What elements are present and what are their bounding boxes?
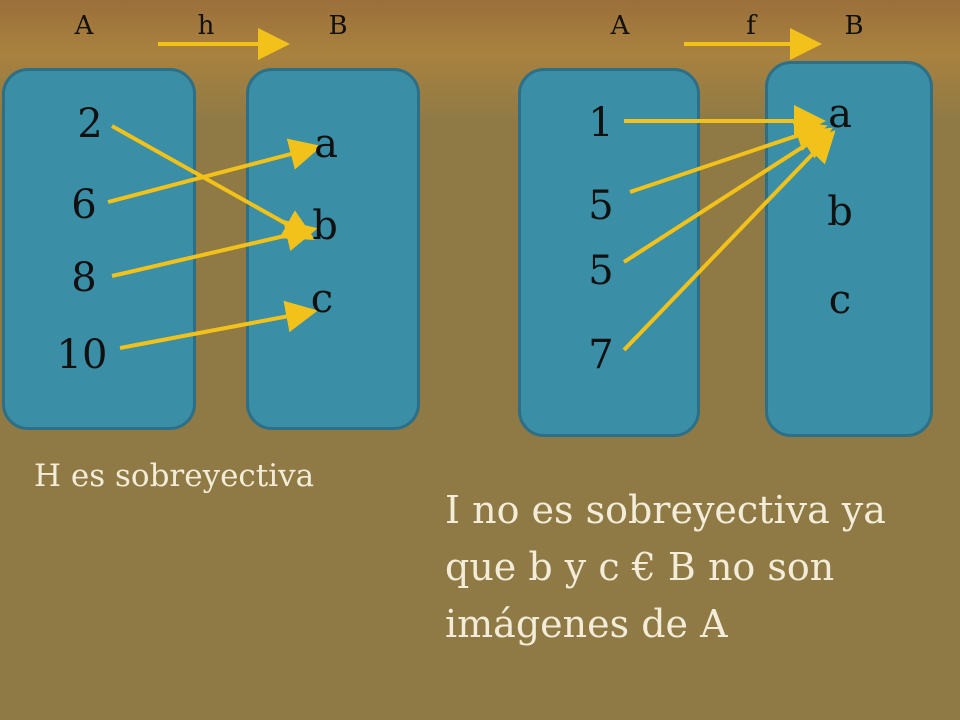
right-caption-line: I no es sobreyectiva ya (445, 488, 886, 532)
right-header-set-a: A (610, 11, 630, 41)
left-domain-element: 8 (71, 255, 97, 301)
arrow-6-to-a (107, 138, 322, 204)
left-domain-element: 2 (77, 101, 103, 147)
left-domain-element: 6 (71, 182, 97, 228)
arrow-8-to-b (111, 219, 318, 278)
right-domain-element: 5 (588, 248, 614, 294)
left-codomain-element: c (310, 276, 334, 322)
left-header-set-b: B (328, 11, 348, 41)
right-caption-line: imágenes de A (445, 602, 728, 646)
left-caption: H es sobreyectiva (34, 458, 315, 494)
arrow-10-to-c (119, 300, 318, 350)
left-codomain-set (246, 68, 420, 430)
right-caption: I no es sobreyectiva ya que b y c € B no… (445, 482, 955, 653)
arrow-5b-to-a (622, 127, 833, 264)
left-codomain-element: a (314, 121, 338, 167)
right-header-set-b: B (844, 11, 864, 41)
arrow-7-to-a (622, 130, 836, 352)
right-domain-element: 5 (588, 183, 614, 229)
right-codomain-element: c (828, 277, 852, 323)
right-domain-element: 7 (588, 332, 614, 378)
right-codomain-element: a (828, 91, 852, 137)
left-domain-element: 10 (56, 332, 108, 378)
right-codomain-element: b (827, 189, 853, 235)
left-codomain-element: b (312, 203, 338, 249)
right-caption-line: que b y c € B no son (445, 545, 835, 589)
left-domain-set (2, 68, 196, 430)
left-header-function: h (197, 11, 215, 41)
left-header-set-a: A (74, 11, 94, 41)
right-domain-element: 1 (588, 100, 614, 146)
arrow-2-to-b (111, 124, 315, 240)
arrow-5-to-a (629, 120, 828, 194)
right-domain-set (518, 68, 700, 437)
right-header-function: f (746, 11, 756, 41)
